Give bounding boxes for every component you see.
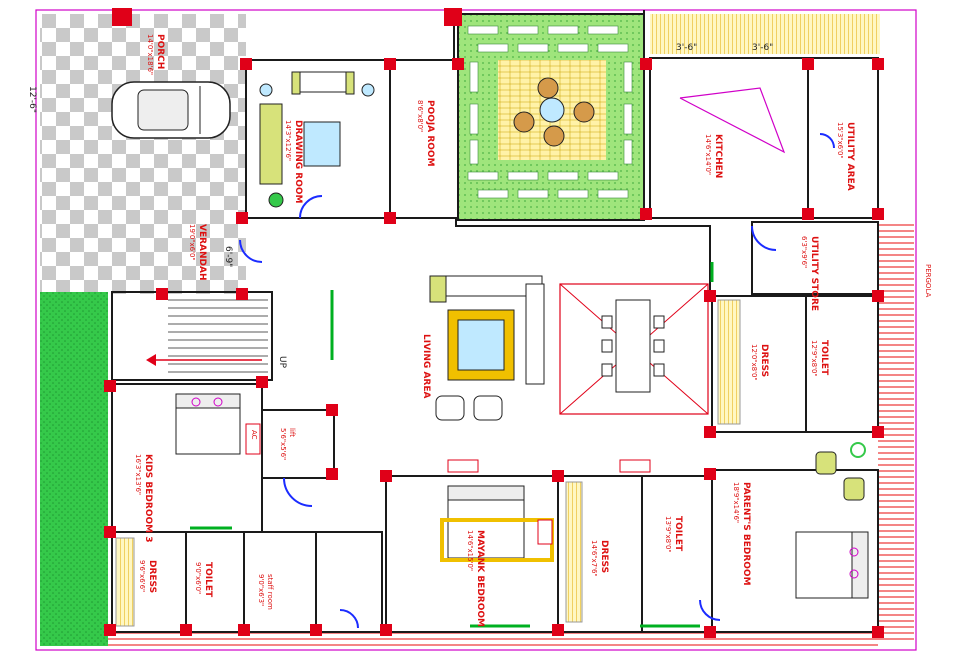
dress-mid-size: 14'6"x7'6" bbox=[590, 540, 598, 577]
kitchen-dimension-b: 3'-6" bbox=[752, 43, 773, 53]
windows bbox=[190, 262, 714, 628]
dress-left-label: DRESS bbox=[147, 560, 157, 593]
dress-left-size: 9'6"x6'6" bbox=[138, 560, 146, 592]
kitchen-dimension-a: 3'-6" bbox=[676, 43, 697, 53]
dining-area bbox=[559, 283, 709, 415]
mayank-bedroom-size: 14'6"x15'0" bbox=[466, 530, 474, 571]
drawing-room-size: 14'3"x12'6" bbox=[284, 120, 292, 161]
parents-bed-icon bbox=[795, 442, 869, 599]
dress-top-size: 12'0"x8'0" bbox=[750, 344, 758, 381]
toilet-top-label: TOILET bbox=[819, 340, 829, 376]
mayank-bed-icon bbox=[440, 485, 554, 562]
living-sofa-icon bbox=[429, 275, 545, 421]
courtyard-seating bbox=[513, 77, 595, 147]
doors bbox=[239, 133, 835, 629]
walls bbox=[111, 10, 879, 633]
top-right-strip bbox=[650, 14, 880, 54]
courtyard-pavers bbox=[467, 25, 633, 199]
toilet-mid-size: 13'9"x8'0" bbox=[664, 516, 672, 553]
verandah-size: 19'0"x6'0" bbox=[188, 224, 196, 261]
verandah-label: VERANDAH bbox=[197, 224, 207, 281]
staircase bbox=[146, 299, 268, 373]
porch-floor bbox=[40, 14, 246, 294]
wardrobe-dress-left bbox=[115, 537, 135, 627]
drawing-room-furniture bbox=[259, 71, 375, 208]
kids-bedroom-label: KIDS BEDROOM 3 bbox=[143, 454, 153, 542]
mayank-bedroom-label: MAYANK BEDROOM bbox=[475, 530, 485, 627]
toilet-mid-label: TOILET bbox=[673, 516, 683, 552]
kids-bedroom-size: 16'3"x13'6" bbox=[134, 454, 142, 495]
staff-room-label: staff room bbox=[266, 574, 274, 610]
drawing-room-label: DRAWING ROOM bbox=[293, 120, 303, 204]
dress-mid-label: DRESS bbox=[599, 540, 609, 573]
stair-up-label: UP bbox=[277, 356, 287, 369]
plot-boundary bbox=[35, 9, 917, 651]
dress-top-label: DRESS bbox=[759, 344, 769, 377]
wardrobe-dress-top bbox=[717, 299, 741, 425]
lawn bbox=[40, 292, 108, 646]
verandah-dimension: 6'-9" bbox=[223, 246, 233, 267]
kitchen-label: KITCHEN bbox=[713, 134, 723, 178]
toilet-top-size: 12'9"x8'0" bbox=[810, 340, 818, 377]
kitchen-triangle bbox=[679, 87, 786, 154]
living-area-label: LIVING AREA bbox=[421, 334, 431, 398]
lift-size: 5'6"x5'6" bbox=[279, 428, 287, 460]
bottom-strip bbox=[108, 632, 878, 648]
utility-store-label: UTILITY STORE bbox=[809, 236, 819, 311]
toilet-left-label: TOILET bbox=[203, 562, 213, 598]
car-icon bbox=[111, 81, 231, 139]
parents-bedroom-label: PARENT'S BEDROOM bbox=[741, 482, 751, 586]
utility-area-label: UTILITY AREA bbox=[845, 122, 855, 191]
kitchen-size: 14'6"x14'0" bbox=[704, 134, 712, 175]
staff-room-size: 9'0"x6'3" bbox=[257, 574, 265, 606]
pooja-room-size: 8'6"x8'0" bbox=[416, 100, 424, 132]
kids-bed-icon bbox=[175, 393, 241, 455]
columns bbox=[104, 8, 884, 638]
utility-store-size: 6'3"x9'6" bbox=[800, 236, 808, 268]
ac-label-kids: AC bbox=[250, 430, 258, 440]
utility-area-size: 15'3"x6'0" bbox=[836, 122, 844, 159]
pooja-room-label: POOJA ROOM bbox=[425, 100, 435, 167]
porch-size: 14'0"x18'6" bbox=[146, 34, 154, 75]
parents-bedroom-size: 18'9"x14'6" bbox=[732, 482, 740, 523]
wardrobe-dress-mid bbox=[565, 481, 583, 623]
toilet-left-size: 9'0"x6'0" bbox=[194, 562, 202, 594]
ac-units bbox=[245, 423, 651, 545]
pergola-label: PERGOLA bbox=[924, 264, 932, 298]
left-dimension: 12'-6" bbox=[27, 86, 37, 113]
porch-label: PORCH bbox=[155, 34, 165, 69]
lift-label: lift bbox=[288, 428, 296, 437]
